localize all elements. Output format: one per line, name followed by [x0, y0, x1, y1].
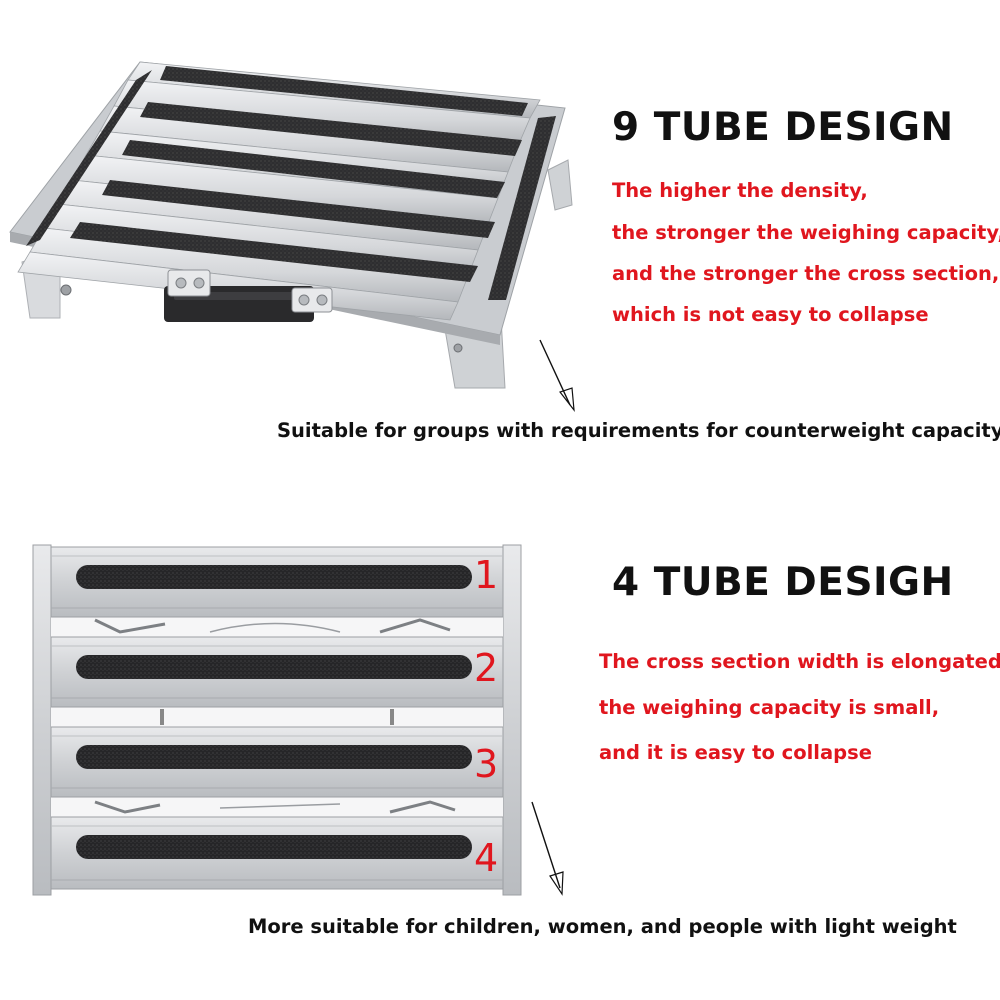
- nine-tube-title: 9 TUBE DESIGN: [612, 105, 954, 150]
- four-tube-caption: More suitable for children, women, and p…: [248, 915, 957, 938]
- tube-number-2: 2: [474, 646, 499, 690]
- nine-tube-line-3: and the stronger the cross section,: [612, 262, 1000, 285]
- nine-tube-line-1: The higher the density,: [612, 179, 868, 202]
- four-tube-title: 4 TUBE DESIGH: [612, 560, 954, 605]
- nine-tube-line-2: the stronger the weighing capacity,: [612, 221, 1000, 244]
- nine-tube-line-4: which is not easy to collapse: [612, 303, 929, 326]
- tube-number-1: 1: [474, 553, 499, 597]
- nine-tube-stool-image: [9, 61, 575, 412]
- tube-number-3: 3: [474, 742, 499, 786]
- four-tube-line-2: the weighing capacity is small,: [599, 696, 940, 719]
- four-tube-line-1: The cross section width is elongated,: [599, 650, 1000, 673]
- four-tube-stool-image: [32, 544, 564, 896]
- nine-tube-caption: Suitable for groups with requirements fo…: [277, 419, 1000, 442]
- tube-number-4: 4: [474, 836, 499, 880]
- four-tube-line-3: and it is easy to collapse: [599, 741, 872, 764]
